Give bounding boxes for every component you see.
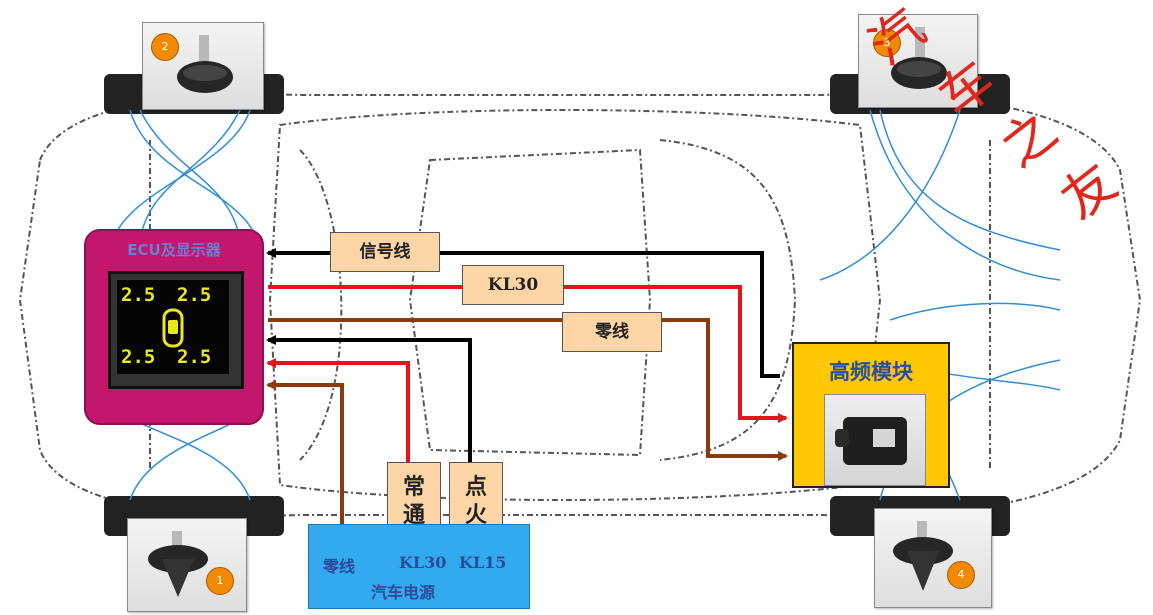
tire-valve-icon [875, 509, 991, 607]
lcd-panel: 2.5 2.5 2.5 2.5 [117, 280, 229, 374]
sensor-valve-graphics [179, 40, 944, 88]
high-frequency-module: 高频模块 [792, 342, 950, 488]
signal-line-text: 信号线 [360, 242, 411, 262]
ignition-wire [268, 340, 470, 462]
hf-module-title: 高频模块 [794, 356, 948, 386]
ecu-screen: 2.5 2.5 2.5 2.5 [108, 271, 244, 389]
signal-line-label: 信号线 [330, 232, 440, 272]
kl30-text: KL30 [488, 275, 538, 295]
car-top-view-icon [159, 308, 187, 348]
pressure-front-left: 2.5 [121, 284, 155, 306]
power-title: 汽车电源 [371, 579, 435, 603]
tire-sensor-2: 2 [142, 22, 264, 110]
hf-module-photo [824, 394, 926, 486]
neutral-line-label: 零线 [562, 312, 662, 352]
receiver-module-icon [825, 395, 925, 485]
tire-valve-icon [128, 519, 246, 611]
tire-sensor-4: 4 [874, 508, 992, 608]
kl30-label: KL30 [462, 265, 564, 305]
vehicle-power-supply: 零线 KL30 KL15 汽车电源 [308, 524, 530, 609]
pressure-front-right: 2.5 [177, 284, 211, 306]
power-neutral-label: 零线 [323, 553, 355, 577]
sensor-number-badge: 1 [206, 567, 234, 595]
constant-char-1: 常 [388, 473, 440, 501]
ignition-char-1: 点 [450, 473, 502, 501]
power-kl30-label: KL30 [399, 553, 446, 572]
power-kl15-label: KL15 [459, 553, 506, 572]
sensor-number-badge: 4 [947, 561, 975, 589]
ecu-display-unit: ECU及显示器 2.5 2.5 2.5 2.5 [84, 229, 264, 425]
pressure-rear-right: 2.5 [177, 346, 211, 368]
pressure-rear-left: 2.5 [121, 346, 155, 368]
constant-wire [268, 363, 408, 462]
neutral-line-text: 零线 [595, 322, 629, 342]
ecu-title: ECU及显示器 [86, 239, 262, 260]
sensor-number-badge: 2 [151, 33, 179, 61]
tire-sensor-1: 1 [127, 518, 247, 612]
